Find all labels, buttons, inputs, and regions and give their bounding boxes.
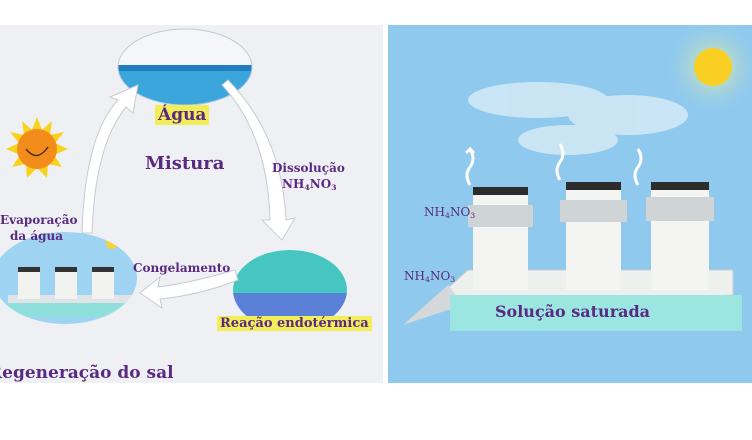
sun-icon (6, 117, 68, 178)
evaporation-label-1: Evaporação (0, 213, 78, 227)
scene-panel: NH4NO3 NH4NO3 Solução saturada (388, 25, 752, 383)
dissolution-label: Dissolução (272, 161, 345, 175)
salt-columns (468, 182, 714, 290)
freezing-label: Congelamento (133, 261, 231, 275)
steam-clouds (468, 82, 688, 155)
saturated-solution-label: Solução saturada (495, 302, 651, 321)
vapor-arrows (464, 143, 643, 186)
evaporation-label-2: da água (10, 229, 64, 243)
endothermic-reaction-label: Reação endotérmica (217, 316, 372, 331)
regeneration-label: Regeneração do sal (0, 363, 174, 383)
salt-label-bottom: NH4NO3 (404, 269, 456, 284)
scene-illustration (403, 25, 752, 331)
sun-icon (694, 48, 732, 86)
dissolution-formula: NH4NO3 (282, 177, 337, 192)
arrow-dissolution (221, 79, 297, 241)
regeneration-oval (0, 232, 137, 324)
arrow-freezing (139, 269, 239, 310)
arrow-evaporation (81, 84, 139, 234)
water-label: Água (155, 105, 210, 125)
cycle-panel: Água Mistura Dissolução NH4NO3 Evaporaçã… (0, 25, 383, 383)
salt-label-top: NH4NO3 (424, 205, 476, 220)
mixture-label: Mistura (145, 153, 225, 174)
